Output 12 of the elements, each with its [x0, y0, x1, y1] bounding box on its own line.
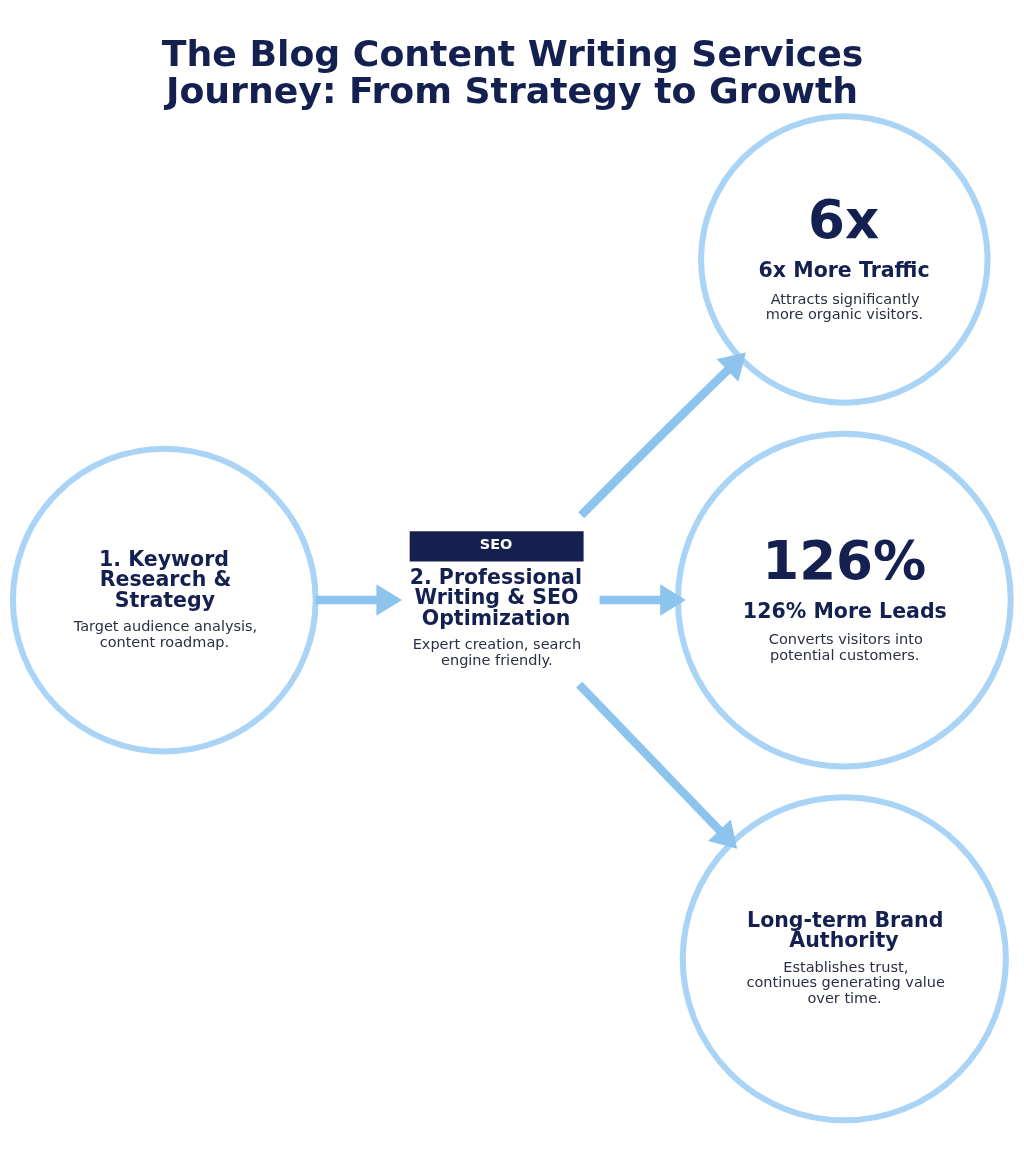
node-circle: 6x 6x More Traffic Attracts significantly more organic visitors. [698, 113, 991, 406]
arrow [315, 584, 403, 616]
node-label: 2. Professional Writing & SEO Optimization [409, 564, 583, 630]
arrow [576, 681, 738, 849]
diagram-title: The Blog Content Writing Services Journey: From Strategy to Growth [161, 32, 864, 112]
arrow [599, 584, 686, 616]
node-box: SEO [409, 531, 584, 562]
node-circle: 1. Keyword Research & Strategy Target audience analysis, content roadmap. [9, 445, 319, 755]
arrow [578, 352, 746, 519]
node-circle: 126% 126% More Leads Converts visitors into potential customers. [674, 430, 1014, 770]
node-circle: Long-term Brand Authority Establishes trust, continues generating value over time. [679, 794, 1009, 1124]
node-label: Expert creation, search engine friendly. [412, 636, 582, 668]
